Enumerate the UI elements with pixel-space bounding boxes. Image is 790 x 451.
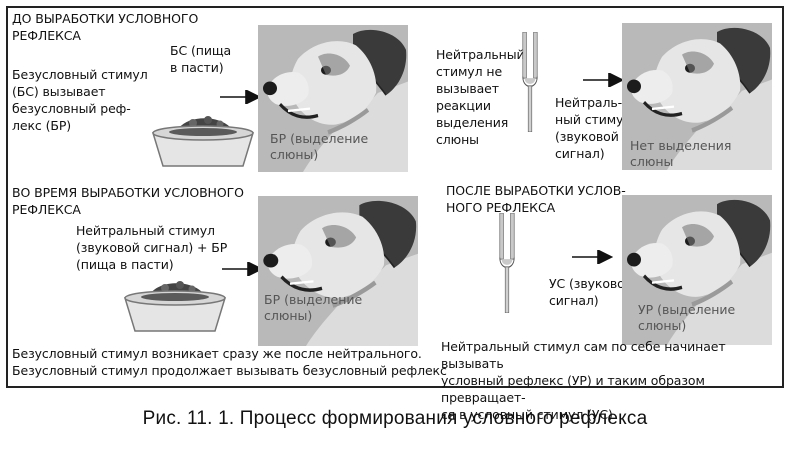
neutral-stimulus-text: Нейтральный стимул не вызывает реакции в… [436,47,525,147]
during-dog-label: БР (выделение слюны) [264,292,363,323]
before-heading: ДО ВЫРАБОТКИ УСЛОВНОГО РЕФЛЕКСА [12,11,199,43]
neutral-sound-label: Нейтраль- ный стимул (звуковой сигнал) [555,95,632,161]
during-stimulus-text: Нейтральный стимул (звуковой сигнал) + Б… [76,223,228,272]
food-bowl-icon [120,276,230,336]
tuning-fork-icon [521,32,539,132]
before-dog-label: БР (выделение слюны) [270,131,369,162]
arrow-icon [583,73,625,87]
after-sound-label: УС (звуковой сигнал) [549,276,633,308]
food-bowl-icon [148,111,258,171]
after-note: Нейтральный стимул сам по себе начинает … [441,339,726,422]
neutral-dog-label: Нет выделения слюны [630,138,732,169]
after-dog-label: УР (выделение слюны) [638,302,736,333]
arrow-icon [220,90,262,104]
during-note: Безусловный стимул возникает сразу же по… [12,346,447,378]
figure-caption: Рис. 11. 1. Процесс формирования условно… [142,408,648,429]
during-heading: ВО ВРЕМЯ ВЫРАБОТКИ УСЛОВНОГО РЕФЛЕКСА [12,185,244,217]
before-stimulus-text: Безусловный стимул (БС) вызывает безусло… [12,67,148,133]
arrow-icon [572,250,614,264]
before-food-label: БС (пища в пасти) [170,43,232,75]
arrow-icon [222,262,264,276]
after-heading: ПОСЛЕ ВЫРАБОТКИ УСЛОВ- НОГО РЕФЛЕКСА [446,183,626,215]
figure-panel: ДО ВЫРАБОТКИ УСЛОВНОГО РЕФЛЕКСА Безуслов… [6,6,784,422]
tuning-fork-icon [498,213,516,313]
